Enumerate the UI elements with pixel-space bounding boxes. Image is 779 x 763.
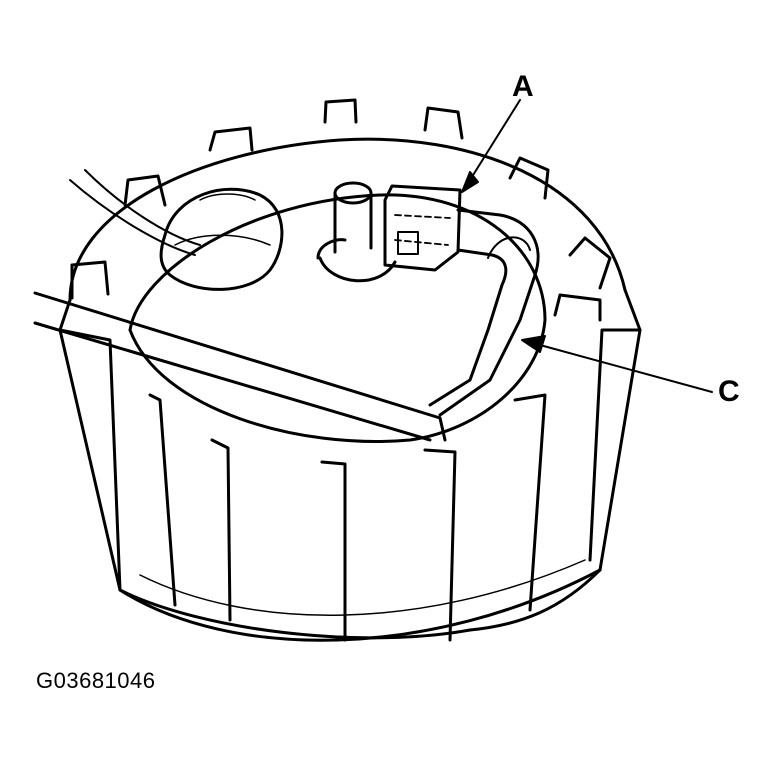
- callout-label-a: A: [512, 70, 534, 103]
- cap-body: [58, 137, 642, 642]
- cap-top-plate: [128, 193, 547, 444]
- fuel-hose: [428, 208, 540, 417]
- leader-line-c: [521, 335, 713, 393]
- figure-code: G03681046: [36, 668, 156, 693]
- electrical-connector: [159, 187, 284, 291]
- callout-label-c: C: [718, 375, 740, 408]
- fuel-outlet-nipple: [316, 181, 397, 283]
- fuel-line: [33, 291, 447, 442]
- cap-ribs: [58, 328, 642, 642]
- hose-clamp: [383, 184, 462, 272]
- wire-harness: [69, 169, 201, 256]
- leader-line-a: [461, 99, 521, 193]
- cap-teeth: [70, 98, 612, 322]
